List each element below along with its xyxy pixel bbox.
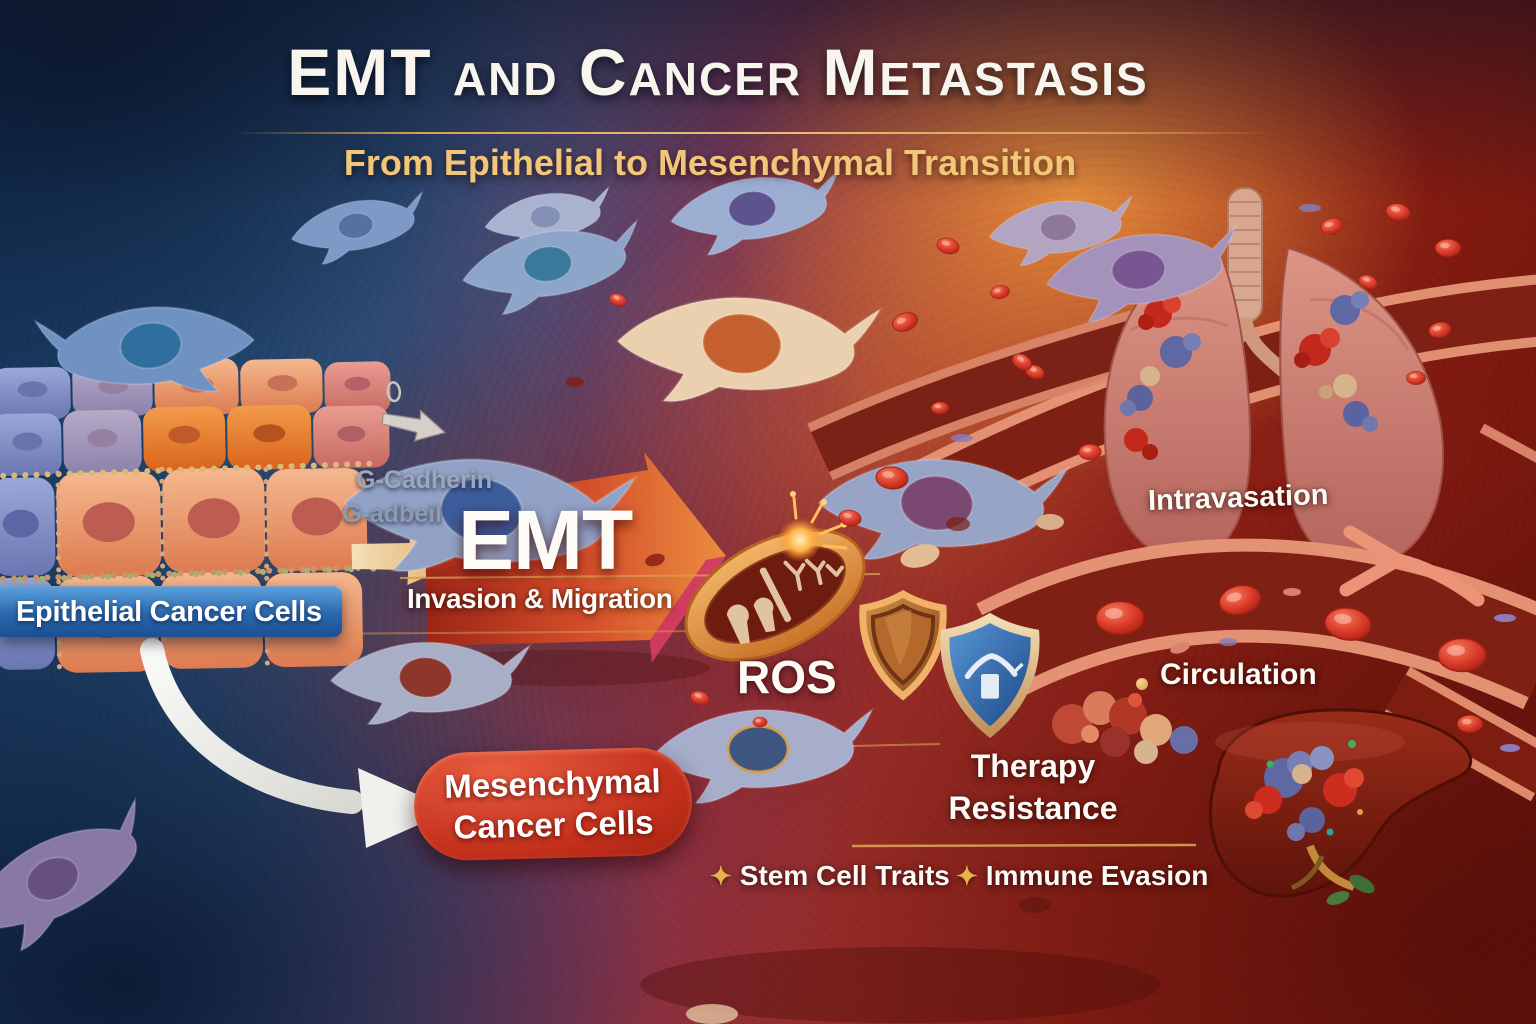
immune-evasion-item: ✦Immune Evasion — [956, 860, 1208, 892]
circulation-bullet-dot — [1136, 678, 1148, 690]
stem-cell-traits-label: Stem Cell Traits — [739, 860, 950, 891]
invasion-migration-label: Invasion & Migration — [407, 583, 673, 614]
silver-right-arrow — [381, 381, 447, 442]
mesenchymal-banner-line2: Cancer Cells — [453, 803, 654, 846]
shield-house-icon — [940, 612, 1040, 738]
liver-metastases — [1245, 740, 1364, 841]
emt-label: EMT — [458, 493, 633, 587]
ros-label: ROS — [737, 651, 837, 703]
immune-evasion-label: Immune Evasion — [985, 860, 1209, 891]
four-point-star-icon: ✦ — [956, 861, 978, 891]
mesenchymal-banner-line1: Mesenchymal — [443, 761, 662, 805]
lungs-illustration — [1103, 187, 1444, 568]
stem-cell-traits-item: ✦Stem Cell Traits — [710, 860, 950, 892]
epithelial-cells-banner: Epithelial Cancer Cells — [0, 586, 342, 637]
corner-vessel-band — [1381, 666, 1536, 802]
white-curved-arrow — [140, 638, 452, 848]
ctc-cluster — [1052, 691, 1198, 764]
therapy-underline — [851, 843, 1197, 848]
intravasation-label: Intravasation — [1147, 478, 1329, 518]
page-subtitle: From Epithelial to Mesenchymal Transitio… — [343, 142, 1077, 183]
liver-illustration — [1208, 708, 1473, 905]
therapy-line1: Therapy — [970, 748, 1096, 784]
circulation-label: Circulation — [1160, 658, 1317, 691]
therapy-line2: Resistance — [948, 789, 1118, 826]
red-blood-cells-scatter — [566, 201, 1462, 1024]
vessel-branch — [1339, 525, 1485, 607]
title-divider — [232, 132, 1272, 134]
mid-blood-vessel — [807, 310, 1149, 481]
ros-burst-icon — [778, 491, 848, 562]
epithelial-banner-label: Epithelial Cancer Cells — [16, 595, 322, 628]
adhesion-label: G-adbeil — [342, 500, 443, 528]
shield-icon — [859, 589, 947, 701]
therapy-resistance-label: Therapy Resistance — [908, 746, 1158, 829]
mesenchymal-cells-banner: Mesenchymal Cancer Cells — [412, 746, 694, 862]
lower-blood-vessel — [976, 525, 1536, 710]
lung-metastases — [1120, 291, 1378, 460]
cell-junction-beads — [0, 460, 377, 676]
page-title: EMT and Cancer Metastasis — [287, 35, 1149, 109]
mesenchymal-spindle-cells — [0, 169, 1244, 969]
epithelial-mid-row — [0, 404, 390, 476]
four-point-star-icon: ✦ — [710, 861, 732, 891]
cadherin-label: G-Cadherin — [356, 466, 493, 494]
mitochondrion-icon — [684, 491, 866, 662]
